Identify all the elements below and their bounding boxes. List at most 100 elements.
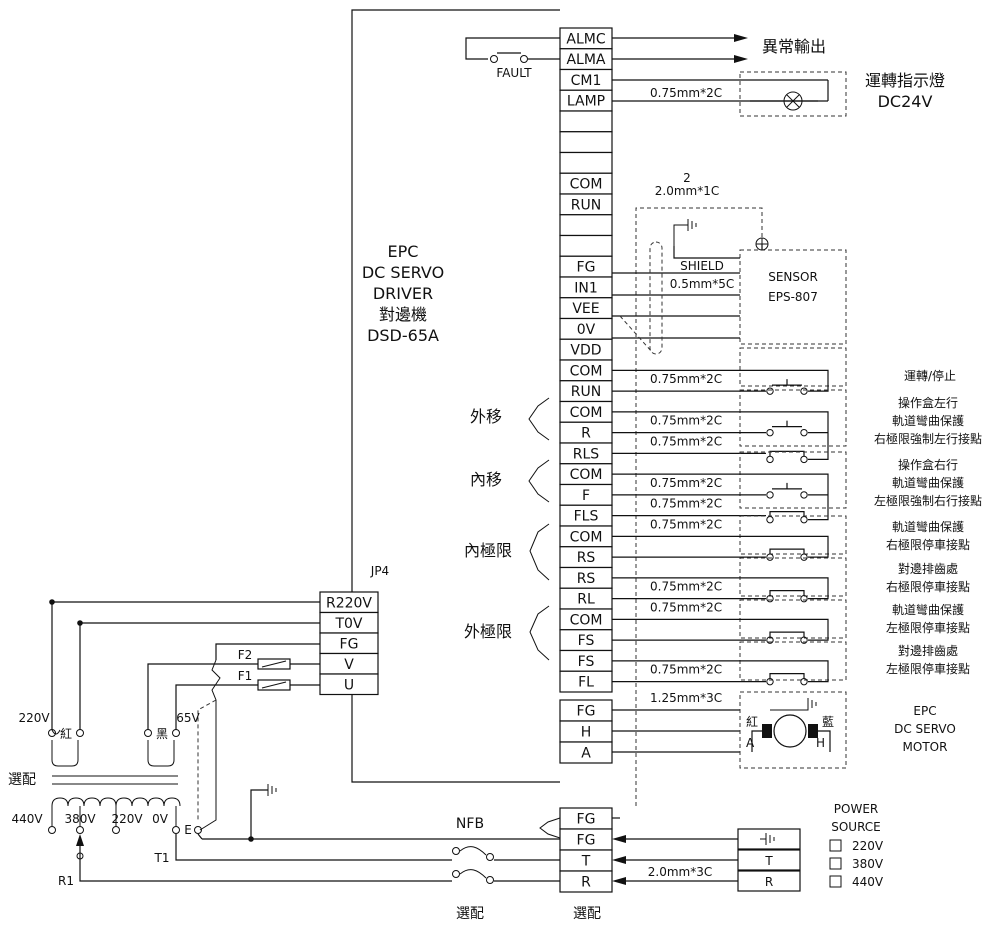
right-notes: 操作盒左行軌道彎曲保護右極限強制左行接點操作盒右行軌道彎曲保護左極限強制右行接點… bbox=[874, 395, 982, 676]
terminal-label: FS bbox=[578, 633, 595, 649]
terminal-t: T bbox=[559, 849, 613, 872]
terminal-fs: FS bbox=[559, 649, 613, 672]
source-option-220[interactable]: 220V bbox=[829, 839, 884, 853]
source-440-label: 440V bbox=[852, 875, 884, 889]
note-line: 軌道彎曲保護 bbox=[892, 475, 964, 490]
motor-line-1: EPC bbox=[913, 704, 936, 718]
terminal-com: COM bbox=[559, 525, 613, 548]
note-line: 右極限停車接點 bbox=[886, 537, 970, 552]
terminal-label: COM bbox=[570, 363, 603, 379]
checkbox-440[interactable] bbox=[829, 875, 842, 888]
jp4-label: JP4 bbox=[370, 564, 389, 578]
cable-label: 0.75mm*2C bbox=[650, 414, 722, 428]
terminal-com: COM bbox=[559, 463, 613, 486]
motor-h-label: H bbox=[816, 736, 825, 750]
terminal-label: R bbox=[581, 875, 591, 891]
terminal-label: 0V bbox=[577, 322, 596, 338]
driver-line-dcservo: DC SERVO bbox=[362, 263, 444, 282]
power-input-wiring bbox=[539, 817, 801, 892]
fault-label: FAULT bbox=[496, 66, 532, 80]
lamp-title: 運轉指示燈 bbox=[865, 71, 945, 90]
terminal-fs: FS bbox=[559, 629, 613, 652]
cable-label: 0.75mm*2C bbox=[650, 476, 722, 490]
terminal-label: COM bbox=[570, 612, 603, 628]
terminal-label: R bbox=[581, 426, 591, 442]
motor-cable-label: 1.25mm*3C bbox=[650, 691, 722, 705]
terminal-label: FG bbox=[577, 704, 596, 720]
terminal-blank bbox=[559, 234, 613, 257]
terminal-v: V bbox=[319, 652, 379, 675]
fuse-f2-label: F2 bbox=[238, 648, 253, 662]
terminal-label: FLS bbox=[574, 509, 599, 525]
terminal-blank bbox=[559, 131, 613, 154]
terminal-blank bbox=[559, 110, 613, 133]
terminal-blank bbox=[559, 214, 613, 237]
terminal-vee: VEE bbox=[559, 297, 613, 320]
terminal-f: F bbox=[559, 483, 613, 506]
checkbox-220[interactable] bbox=[829, 839, 842, 852]
cable-label: 0.75mm*2C bbox=[650, 663, 722, 677]
motor-blue-label: 藍 bbox=[822, 715, 834, 729]
terminal-0v: 0V bbox=[559, 317, 613, 340]
terminal-a: A bbox=[559, 741, 613, 764]
terminal-label: F bbox=[582, 488, 590, 504]
checkbox-380[interactable] bbox=[829, 857, 842, 870]
terminal-label: RL bbox=[577, 592, 595, 608]
driver-line-epc: EPC bbox=[388, 242, 419, 261]
source-option-380[interactable]: 380V bbox=[829, 857, 884, 871]
terminal-run: RUN bbox=[559, 380, 613, 403]
power-cable-label: 2.0mm*3C bbox=[648, 865, 712, 879]
terminal-label: COM bbox=[570, 405, 603, 421]
transformer-taps bbox=[48, 729, 180, 834]
cable-label: 0.75mm*2C bbox=[650, 517, 722, 531]
power-source-line-1: POWER bbox=[834, 802, 878, 816]
terminal-rs: RS bbox=[559, 546, 613, 569]
terminal-label: FG bbox=[340, 636, 359, 652]
terminal-u: U bbox=[319, 673, 379, 696]
driver-line-name: 對邊機 bbox=[379, 305, 427, 324]
terminal-blank bbox=[559, 151, 613, 174]
terminal-fg: FG bbox=[319, 632, 379, 655]
shield-label: SHIELD bbox=[680, 259, 724, 273]
sensor-label: SENSOR bbox=[768, 270, 818, 284]
terminal-label: FG bbox=[577, 812, 596, 828]
terminal-r: R bbox=[559, 421, 613, 444]
lamp-cable-label: 0.75mm*2C bbox=[650, 86, 722, 100]
terminal-com: COM bbox=[559, 608, 613, 631]
t1-label: T1 bbox=[154, 851, 170, 865]
e-label: E bbox=[184, 823, 192, 837]
terminal-fg: FG bbox=[559, 255, 613, 278]
terminal-r: R bbox=[559, 870, 613, 893]
terminal-label: FG bbox=[577, 833, 596, 849]
v220b-label: 220V bbox=[111, 812, 143, 826]
v380-label: 380V bbox=[64, 812, 96, 826]
power-source-line-2: SOURCE bbox=[831, 820, 881, 834]
driver-outline bbox=[351, 9, 560, 783]
source-380-label: 380V bbox=[852, 857, 884, 871]
terminal-label: RUN bbox=[571, 384, 601, 400]
left-wiring bbox=[49, 599, 560, 882]
source-option-440[interactable]: 440V bbox=[829, 875, 884, 889]
lamp-wiring bbox=[612, 71, 847, 117]
terminal-alma: ALMA bbox=[559, 48, 613, 71]
cable-label: 0.75mm*2C bbox=[650, 434, 722, 448]
terminal-in1: IN1 bbox=[559, 276, 613, 299]
abnormal-output-label: 異常輸出 bbox=[762, 37, 826, 56]
note-line: 右極限強制左行接點 bbox=[874, 431, 982, 446]
note-line: 左極限停車接點 bbox=[886, 620, 970, 635]
alarm-output-wiring bbox=[465, 34, 748, 63]
terminal-strip-power: FG FG TR bbox=[559, 807, 613, 893]
terminal-label: T bbox=[581, 854, 591, 870]
terminal-label: IN1 bbox=[574, 280, 598, 296]
driver-line-driver: DRIVER bbox=[373, 284, 433, 303]
switch-wiring: 0.75mm*2C 0.75mm*2C 0.75mm*2C 0.75mm*2C 0.75… bbox=[612, 347, 847, 686]
note-line: 左極限強制右行接點 bbox=[874, 493, 982, 508]
v440-label: 440V bbox=[11, 812, 43, 826]
note-line: 對邊排齒處 bbox=[898, 562, 958, 576]
terminal-rls: RLS bbox=[559, 442, 613, 465]
terminal-label: RUN bbox=[571, 197, 601, 213]
note-line: 軌道彎曲保護 bbox=[892, 413, 964, 428]
power-optional-label: 選配 bbox=[573, 906, 601, 922]
nfb-label: NFB bbox=[456, 816, 484, 832]
note-line: 軌道彎曲保護 bbox=[892, 519, 964, 534]
